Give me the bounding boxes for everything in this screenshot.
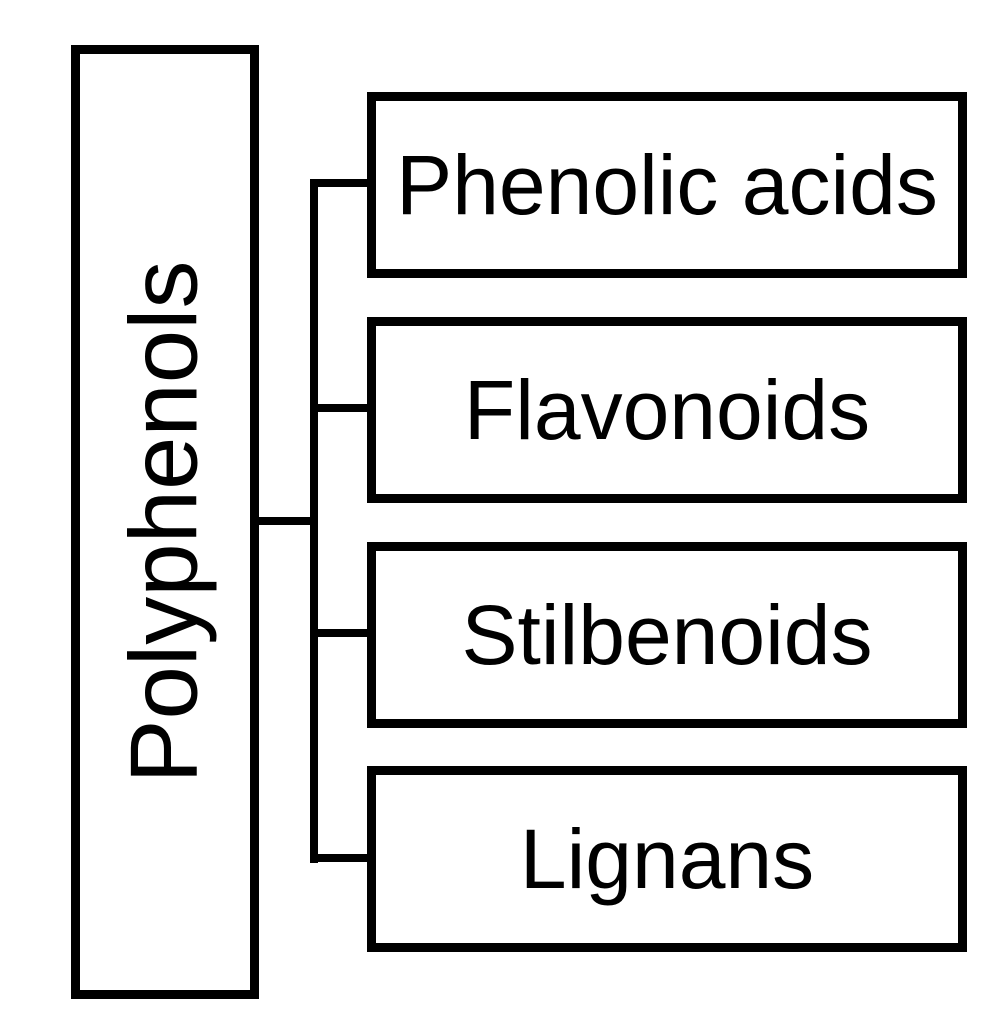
child-node-label: Phenolic acids — [396, 138, 938, 232]
child-node-label: Stilbenoids — [461, 588, 873, 682]
child-node-lignans: Lignans — [367, 766, 967, 952]
child-node-phenolic-acids: Phenolic acids — [367, 92, 967, 278]
child-node-label: Lignans — [519, 812, 815, 906]
root-node-label: Polyphenols — [111, 260, 218, 784]
child-node-label: Flavonoids — [463, 363, 871, 457]
child-node-stilbenoids: Stilbenoids — [367, 542, 967, 728]
child-node-flavonoids: Flavonoids — [367, 317, 967, 503]
root-node: Polyphenols — [71, 45, 259, 999]
